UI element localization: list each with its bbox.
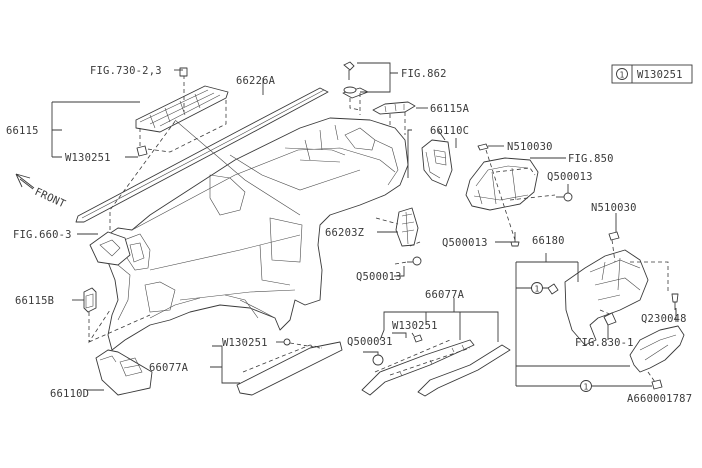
- part-66180: [547, 231, 669, 346]
- screw-q500013-center: [394, 256, 422, 266]
- legend: 1 W130251: [611, 64, 693, 84]
- label-fig660: FIG.660-3: [13, 229, 72, 241]
- marker-1-b: 1: [580, 380, 592, 392]
- part-66226A: [75, 87, 329, 223]
- label-66115B: 66115B: [15, 295, 54, 307]
- part-fig660-bracket: [89, 119, 177, 266]
- label-q230048: Q230048: [641, 313, 687, 325]
- part-66110D: [95, 349, 153, 396]
- part-66115: [135, 67, 229, 157]
- label-n510030-right: N510030: [591, 202, 637, 214]
- part-66077A-left: [236, 338, 343, 396]
- part-lower-cover: [629, 325, 685, 390]
- label-fig850: FIG.850: [568, 153, 614, 165]
- part-66115A: [372, 101, 416, 135]
- label-w130251-top: W130251: [65, 152, 111, 164]
- label-fig730: FIG.730-2,3: [90, 65, 162, 77]
- part-66077A-right: [361, 334, 511, 397]
- front-label: FRONT: [33, 186, 68, 211]
- label-q500013-mid: Q500013: [442, 237, 488, 249]
- part-66115B: [83, 287, 151, 344]
- label-w130251-mid: W130251: [392, 320, 438, 332]
- label-fig862: FIG.862: [401, 68, 447, 80]
- label-q500031: Q500031: [347, 336, 393, 348]
- label-66180: 66180: [532, 235, 565, 247]
- label-w130251-low: W130251: [222, 337, 268, 349]
- label-66110D: 66110D: [50, 388, 89, 400]
- label-q500013-right: Q500013: [547, 171, 593, 183]
- label-q500013-center: Q500013: [356, 271, 402, 283]
- label-66226A: 66226A: [236, 75, 276, 87]
- screw-q500013-right: [556, 192, 573, 202]
- part-66203Z: [375, 207, 421, 247]
- part-labels: FIG.730-2,3 66226A FIG.862 66115 W130251…: [6, 65, 692, 405]
- label-66077A-top: 66077A: [425, 289, 465, 301]
- front-arrow-icon: FRONT: [15, 173, 68, 211]
- leader-lines: [51, 62, 677, 391]
- part-fig850-meter: [465, 143, 556, 241]
- part-instrument-panel: [99, 117, 409, 351]
- label-66203Z: 66203Z: [325, 227, 364, 239]
- label-66077A-left: 66077A: [149, 362, 189, 374]
- label-66115: 66115: [6, 125, 39, 137]
- screw-q500013-mid: [510, 232, 520, 247]
- label-a660001787: A660001787: [627, 393, 692, 405]
- label-66115A: 66115A: [430, 103, 470, 115]
- label-66110C: 66110C: [430, 125, 469, 137]
- part-66110C: [421, 139, 453, 187]
- label-fig830: FIG.830-1: [575, 337, 634, 349]
- legend-marker: 1: [620, 71, 625, 80]
- svg-text:1: 1: [535, 285, 540, 294]
- legend-code: W130251: [637, 69, 683, 81]
- part-fig862-speaker: [342, 61, 369, 115]
- marker-1-a: 1: [531, 282, 543, 294]
- svg-text:1: 1: [584, 383, 589, 392]
- label-n510030-top: N510030: [507, 141, 553, 153]
